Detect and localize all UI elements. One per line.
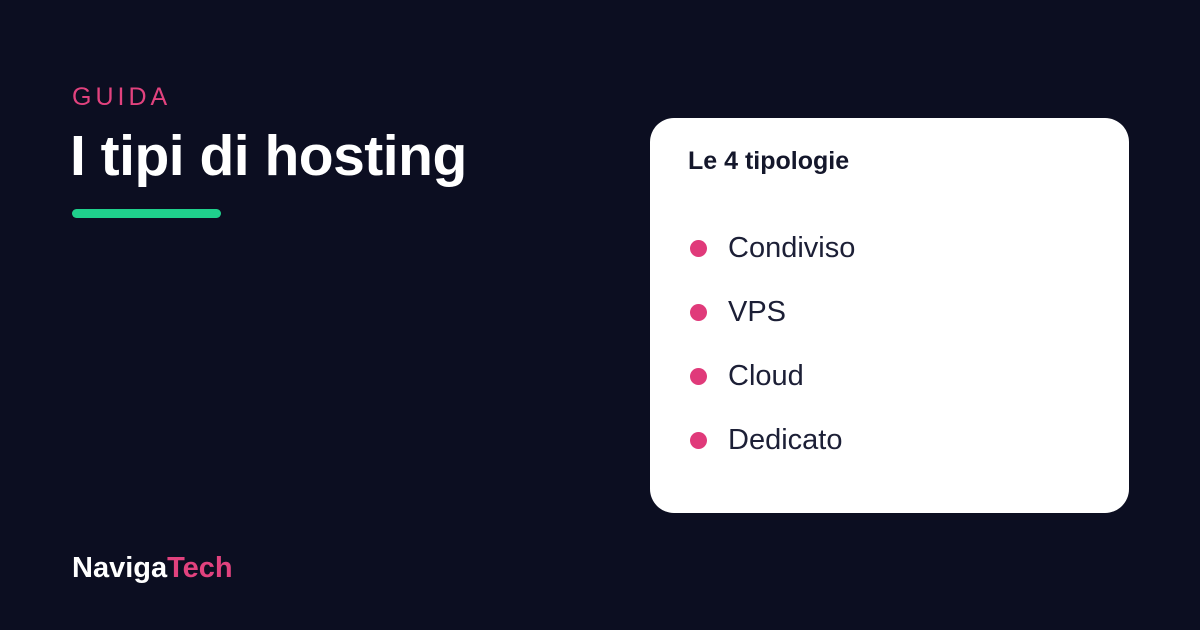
list-item-label: VPS (728, 296, 787, 328)
bullet-dot-icon (690, 367, 707, 385)
bullet-dot-icon (690, 303, 707, 321)
types-card: Le 4 tipologie Condiviso VPS Cloud Dedic… (650, 118, 1129, 513)
title-underline-bar (72, 209, 221, 218)
list-item-label: Condiviso (728, 232, 856, 264)
list-item: Condiviso (690, 228, 855, 268)
brand-logo: NavigaTech (72, 550, 233, 586)
list-item-label: Dedicato (728, 424, 843, 456)
bullet-dot-icon (690, 431, 707, 449)
card-title: Le 4 tipologie (688, 147, 850, 175)
brand-name-part2: Tech (167, 552, 233, 584)
brand-name-part1: Naviga (72, 552, 168, 584)
list-item-label: Cloud (728, 360, 804, 392)
types-list: Condiviso VPS Cloud Dedicato (690, 228, 855, 484)
list-item: Cloud (690, 356, 855, 396)
list-item: Dedicato (690, 420, 855, 460)
page-title: I tipi di hosting (70, 124, 467, 188)
list-item: VPS (690, 292, 855, 332)
section-kicker: GUIDA (72, 83, 172, 111)
bullet-dot-icon (690, 239, 707, 257)
